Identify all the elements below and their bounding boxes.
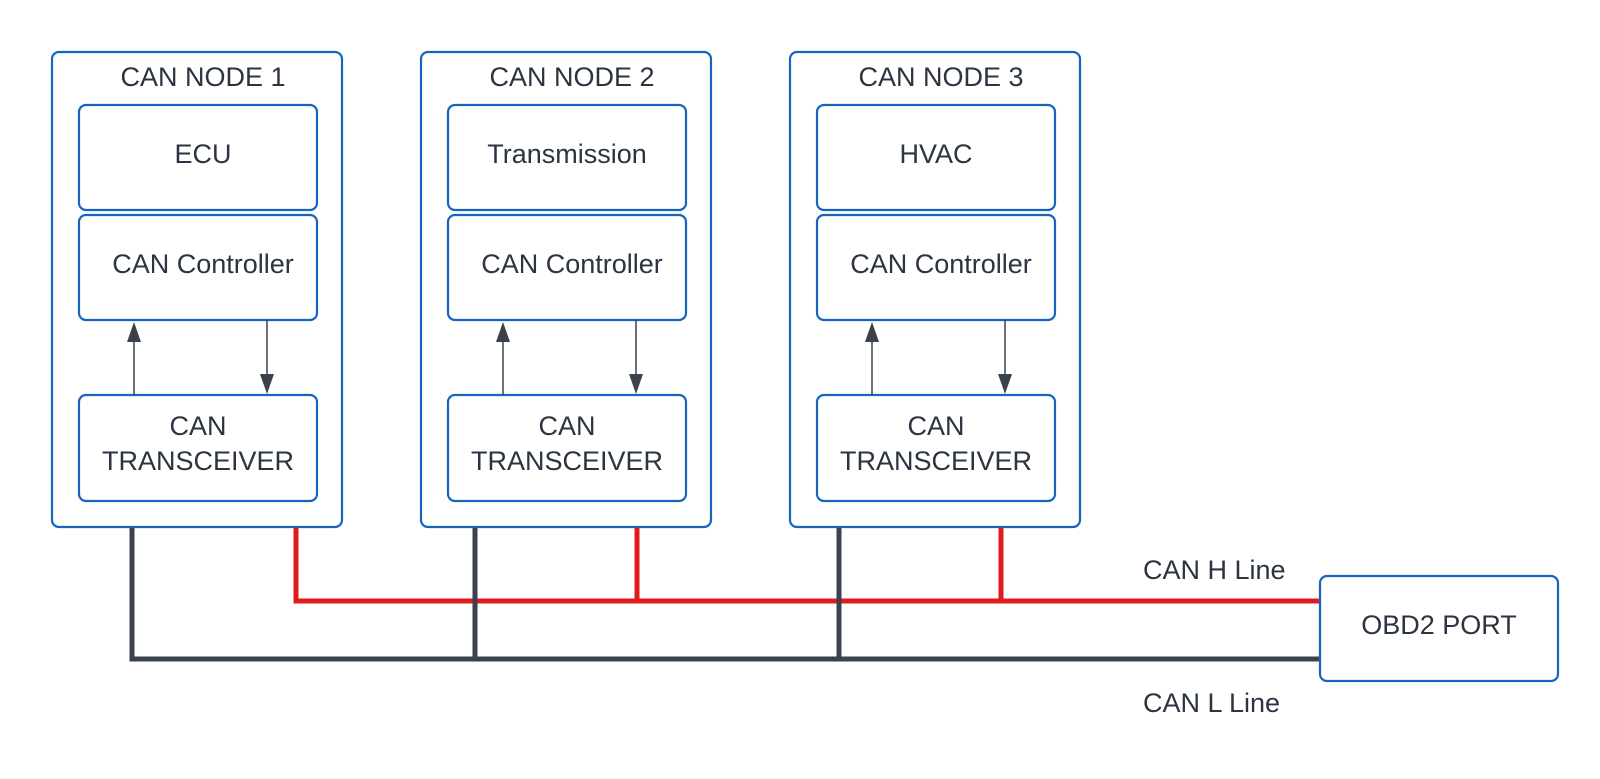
module-label: ECU xyxy=(174,139,231,169)
can-node-2: CAN NODE 2 Transmission CAN Controller C… xyxy=(419,50,713,529)
can-h-bus xyxy=(293,527,1320,604)
transceiver-box xyxy=(815,393,1057,503)
controller-label: CAN Controller xyxy=(112,249,294,279)
obd2-port: OBD2 PORT xyxy=(1318,574,1560,683)
module-box xyxy=(815,103,1057,212)
controller-label: CAN Controller xyxy=(850,249,1032,279)
can-l-line-label: CAN L Line xyxy=(1143,688,1280,718)
arrow-down-icon xyxy=(629,320,643,394)
arrow-down-icon xyxy=(998,320,1012,394)
transceiver-box xyxy=(446,393,688,503)
can-h-wiring xyxy=(293,527,1320,604)
can-node-1: CAN NODE 1 ECU CAN Controller CAN TRANSC… xyxy=(50,50,344,529)
module-box xyxy=(446,103,688,212)
can-l-wiring xyxy=(129,527,1320,662)
node-title: CAN NODE 2 xyxy=(489,62,654,92)
controller-box xyxy=(815,213,1057,322)
transceiver-box xyxy=(77,393,319,503)
controller-label: CAN Controller xyxy=(481,249,663,279)
transceiver-label-line1: CAN xyxy=(169,411,226,441)
controller-box xyxy=(77,213,319,322)
transceiver-label-line1: CAN xyxy=(538,411,595,441)
obd2-port-box xyxy=(1318,574,1560,683)
can-h-line-label: CAN H Line xyxy=(1143,555,1286,585)
can-node-3: CAN NODE 3 HVAC CAN Controller CAN TRANS… xyxy=(788,50,1082,529)
node-title: CAN NODE 1 xyxy=(120,62,285,92)
arrow-up-icon xyxy=(496,322,510,395)
obd2-port-label: OBD2 PORT xyxy=(1361,610,1517,640)
transceiver-label-line2: TRANSCEIVER xyxy=(102,446,294,476)
module-box xyxy=(77,103,319,212)
arrow-up-icon xyxy=(127,322,141,395)
arrow-up-icon xyxy=(865,322,879,395)
arrow-down-icon xyxy=(260,320,274,394)
controller-box xyxy=(446,213,688,322)
transceiver-label-line2: TRANSCEIVER xyxy=(840,446,1032,476)
transceiver-label-line2: TRANSCEIVER xyxy=(471,446,663,476)
module-label: Transmission xyxy=(487,139,647,169)
node-title: CAN NODE 3 xyxy=(858,62,1023,92)
transceiver-label-line1: CAN xyxy=(907,411,964,441)
can-l-bus xyxy=(129,527,1320,662)
module-label: HVAC xyxy=(899,139,972,169)
